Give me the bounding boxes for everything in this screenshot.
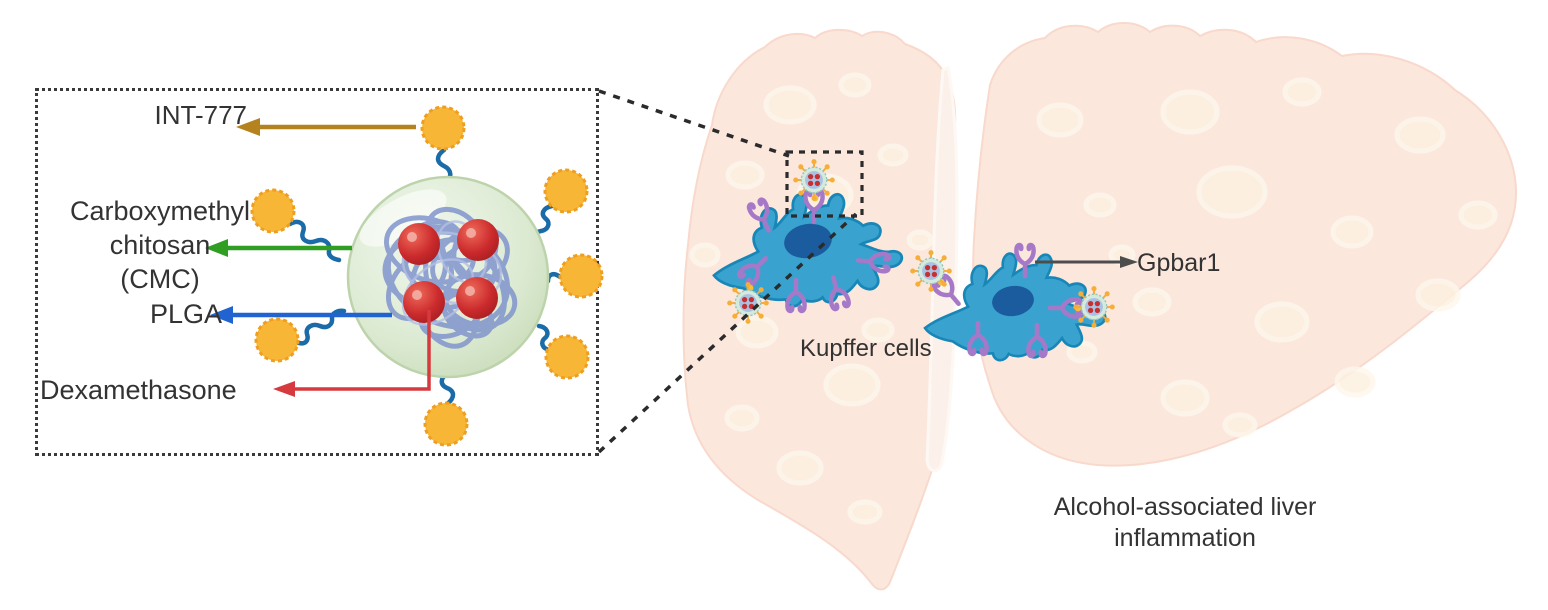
cmc-label: Carboxymethyl chitosan (CMC) [40, 194, 280, 296]
dexamethasone-label: Dexamethasone [40, 375, 237, 405]
gpbar1-arrow [1035, 256, 1138, 268]
plga-arrow [210, 306, 392, 324]
int777-arrow [236, 118, 416, 136]
caption-line2: inflammation [1114, 524, 1256, 552]
dexamethasone-arrow [273, 310, 431, 397]
drug-spheres [398, 219, 499, 323]
plga-label: PLGA [149, 299, 222, 329]
cmc-label-line2: chitosan [109, 230, 211, 260]
liver-illustration [682, 22, 1518, 591]
cell-nucleus [784, 223, 832, 259]
liver-texture [689, 72, 1498, 525]
cmc-label-line1: Carboxymethyl [69, 196, 251, 226]
liver-zoom-target-box [785, 150, 864, 218]
cmc-arrow [205, 239, 352, 257]
kupffer-cell-1 [712, 192, 904, 308]
figure-caption: Alcohol-associated liver inflammation [1004, 492, 1366, 554]
kupffer-cell-2 [922, 249, 1109, 366]
int777-label: INT-777 [154, 100, 248, 130]
liver-left-lobe [682, 28, 957, 591]
cmc-label-line3: (CMC) [120, 264, 200, 294]
cell-nucleus [992, 285, 1034, 317]
kupffer-cells-label: Kupffer cells [800, 335, 932, 362]
caption-line1: Alcohol-associated liver [1053, 493, 1317, 521]
nanoparticle-illustration [205, 105, 604, 447]
zoom-connector-lines [597, 89, 858, 454]
liver-right-lobe [972, 22, 1518, 467]
gpbar1-label: Gpbar1 [1137, 249, 1221, 277]
ligand-balls [250, 105, 604, 447]
